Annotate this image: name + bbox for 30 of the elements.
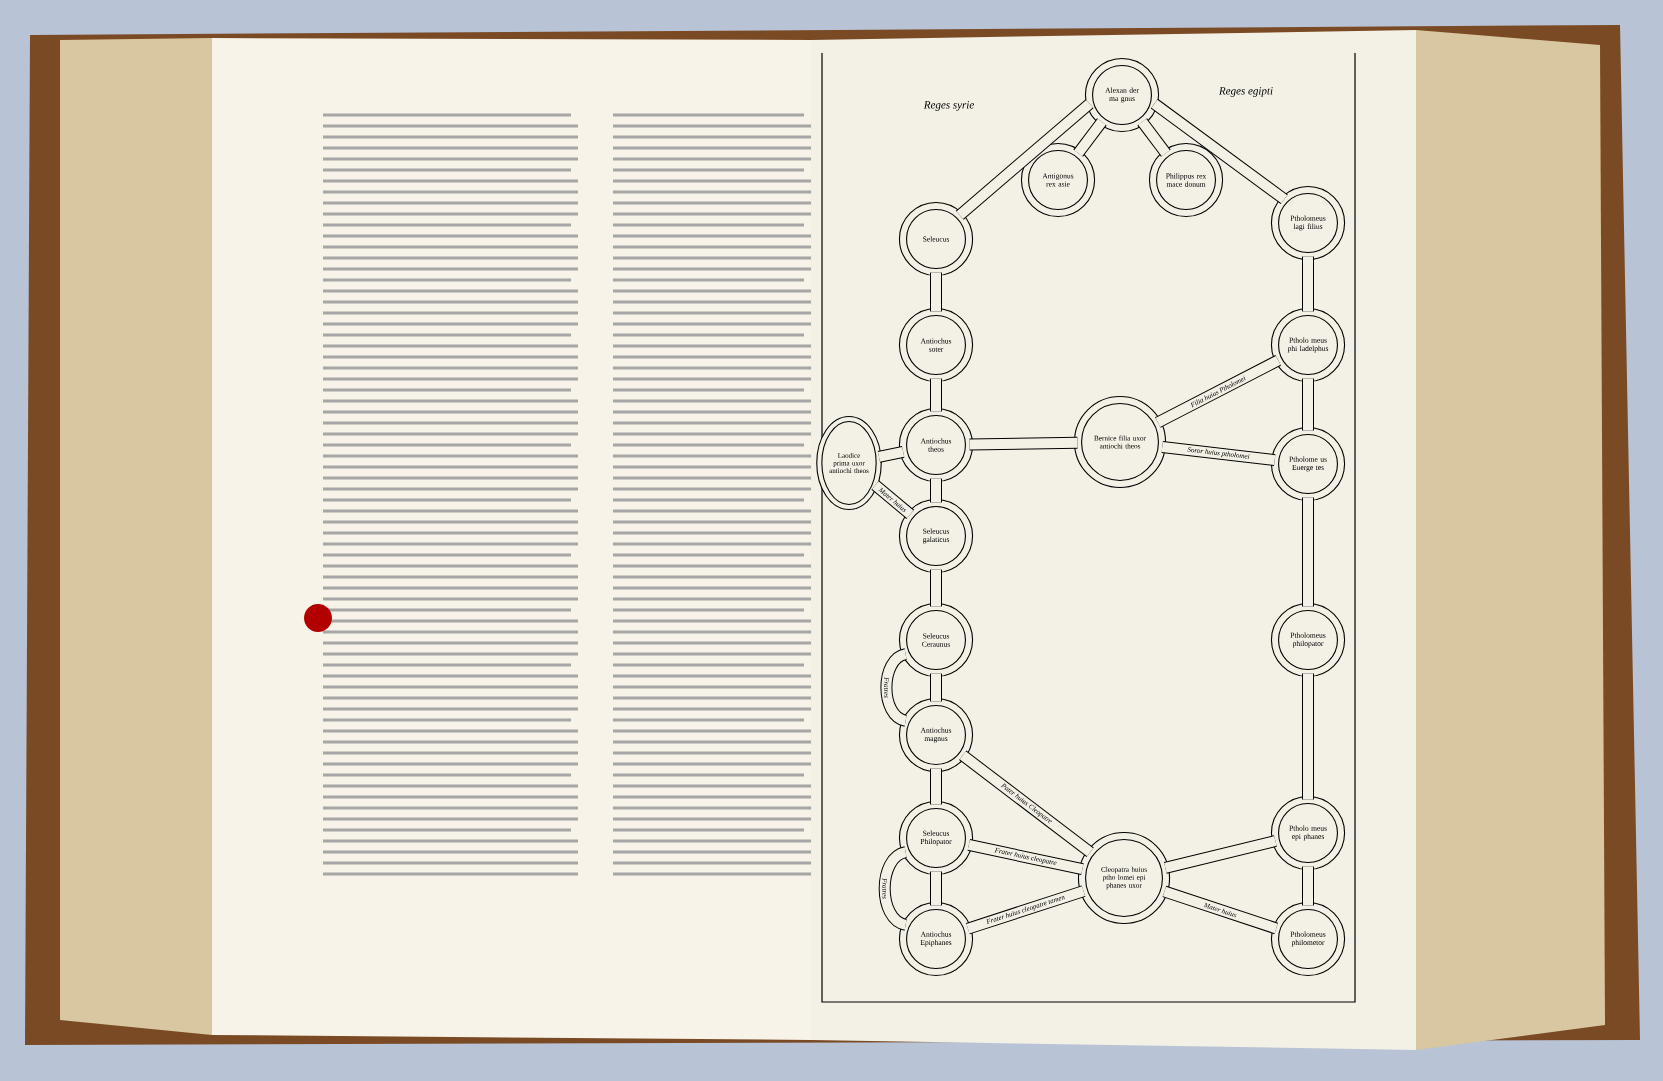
band-connector [1162,885,1279,935]
band-connector [930,569,942,607]
band-connector [1137,118,1171,157]
band-connector [930,673,942,702]
band-connector [877,445,905,463]
band-connector [1155,355,1281,428]
band-connector [871,480,915,520]
heading: Reges egipti [1218,87,1273,97]
band-connector [1150,98,1288,205]
band-connector [959,750,1094,857]
band-connector [1163,835,1277,874]
band-connector [930,478,942,503]
band-connector [1302,866,1314,906]
heading: Reges syrie [923,101,974,111]
band-connector [966,885,1086,935]
band-connector [880,648,908,727]
band-connector [1302,673,1314,800]
band-connector [1073,118,1107,157]
band-connector [930,871,942,906]
band-connector [969,436,1078,451]
band-connector [878,846,908,931]
band-connector [1161,441,1276,467]
band-connector [967,839,1084,875]
band-connector [930,272,942,312]
band-connector [930,378,942,412]
band-connector [955,99,1094,220]
band-connector [1302,378,1314,431]
band-connector [930,768,942,805]
band-connector [1302,497,1314,607]
band-connector [1302,256,1314,312]
